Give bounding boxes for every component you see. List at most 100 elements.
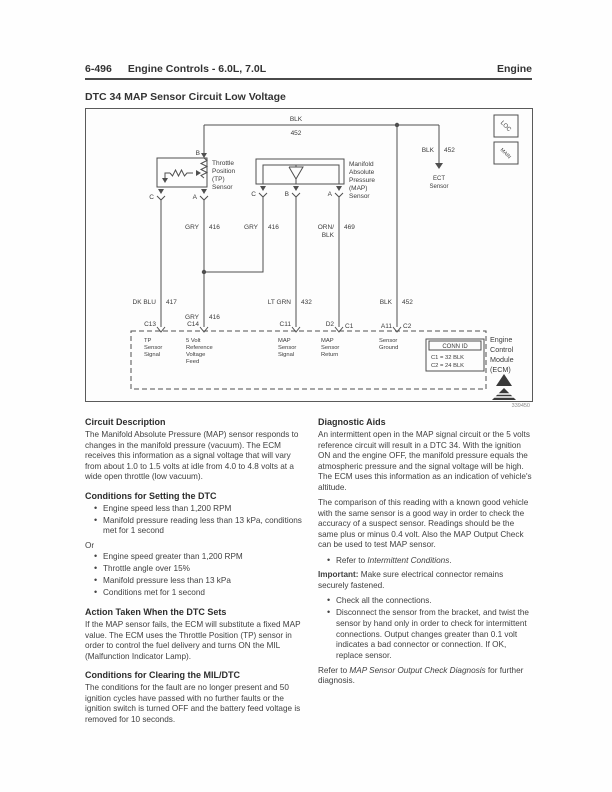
connector-icon — [291, 192, 301, 198]
conn-id-title: CONN ID — [442, 344, 468, 350]
wire-circuit-label: 417 — [166, 299, 177, 306]
or-label: Or — [85, 540, 95, 550]
resistor-icon — [199, 157, 209, 179]
wire-color-label: BLK — [322, 232, 335, 239]
page-number: 6-496 — [85, 63, 112, 75]
wire-color-label: LT GRN — [268, 299, 292, 306]
list-item: Refer to Intermittent Conditions. — [327, 555, 534, 567]
ecm-box: TP Sensor Signal 5 Volt Reference Voltag… — [130, 330, 487, 390]
wire-circuit-label: 469 — [344, 224, 355, 231]
tp-sensor-name: Sensor — [212, 184, 233, 191]
ecm-label: Control — [490, 345, 514, 354]
refer-list: Refer to Intermittent Conditions. — [318, 555, 534, 567]
wiring-diagram: LOC MAIN BLK 452 BLK 452 ECT Sensor — [85, 108, 533, 402]
list-item: Check all the connections. — [327, 595, 534, 607]
map-sensor-name: Sensor — [349, 193, 370, 200]
connector-icon — [156, 195, 166, 201]
map-terminal-b: B — [285, 191, 289, 198]
conditions-setting-list-2: Engine speed greater than 1,200 RPM Thro… — [85, 551, 307, 599]
loc-link-label[interactable]: LOC — [499, 120, 512, 133]
main-link-label[interactable]: MAIN — [499, 147, 512, 160]
important-label: Important: — [318, 570, 359, 580]
wiper-arrow-icon — [196, 170, 201, 176]
ect-sensor-label: Sensor — [429, 184, 448, 190]
pin-function: TP — [144, 338, 152, 344]
arrow-down-icon — [336, 186, 342, 191]
pin-function: MAP — [321, 338, 334, 344]
pin-function: Return — [321, 352, 338, 358]
connector-icon — [291, 326, 301, 333]
connector-icon — [199, 195, 209, 201]
connector-icon — [334, 192, 344, 198]
connector-icon — [156, 326, 166, 333]
pin-function: Feed — [186, 359, 199, 365]
list-item: Engine speed less than 1,200 RPM — [94, 503, 307, 515]
connector-icon — [199, 326, 209, 333]
arrow-down-icon — [293, 186, 299, 191]
wire-color-label: GRY — [244, 224, 259, 231]
harness-wires: GRY 416 GRY 416 ORN/ BLK 469 DK BLU 417 … — [133, 125, 413, 327]
wire-circuit-label: 416 — [209, 224, 220, 231]
action-taken-body: If the MAP sensor fails, the ECM will su… — [85, 620, 301, 661]
tp-terminal-a: A — [193, 194, 198, 201]
terminal-d2: D2 — [326, 321, 335, 328]
list-item: Throttle angle over 15% — [94, 563, 307, 575]
terminal-c2: C2 — [403, 323, 412, 330]
conn-id-table: CONN ID C1 = 32 BLK C2 = 24 BLK — [425, 338, 485, 372]
wire-color-label: GRY — [185, 314, 200, 321]
list-item: Disconnect the sensor from the bracket, … — [327, 607, 534, 661]
wire-circuit-label: 416 — [209, 314, 220, 321]
refer-reference: MAP Sensor Output Check Diagnosis — [349, 665, 486, 675]
heading-conditions-setting: Conditions for Setting the DTC — [85, 490, 217, 501]
ecm-terminal-row: C13 C14 C11 D2 C1 A11 C2 — [144, 321, 412, 333]
list-item: Manifold pressure less than 13 kPa — [94, 575, 307, 587]
terminal-a11: A11 — [381, 323, 392, 330]
pin-function: Signal — [278, 352, 294, 358]
map-sensor-name: Pressure — [349, 177, 375, 184]
map-sensor-name: Manifold — [349, 161, 374, 168]
ecm-label: Module — [490, 355, 514, 364]
connector-icon — [392, 326, 402, 333]
pin-function: Sensor — [379, 338, 397, 344]
terminal-c14: C14 — [187, 321, 199, 328]
tp-sensor-name: Throttle — [212, 160, 234, 167]
main-link-icon[interactable]: MAIN — [493, 141, 519, 165]
refer-post: for further diagnosis. — [318, 665, 524, 686]
heading-diagnostic-aids: Diagnostic Aids — [318, 417, 386, 427]
arrow-down-icon — [201, 189, 207, 194]
ect-sensor-label: ECT — [433, 176, 445, 182]
triangle-link-icon[interactable] — [496, 374, 512, 386]
tp-sensor-name: (TP) — [212, 176, 225, 183]
list-item: Conditions met for 1 second — [94, 587, 307, 599]
pin-function: Signal — [144, 352, 160, 358]
pin-function: 5 Volt — [186, 338, 201, 344]
pin-function: MAP — [278, 338, 291, 344]
list-item: Engine speed greater than 1,200 RPM — [94, 551, 307, 563]
left-column: Circuit Description The Manifold Absolut… — [85, 417, 307, 730]
diagnostic-aids-para1: An intermittent open in the MAP signal c… — [318, 430, 532, 492]
pin-function: Voltage — [186, 352, 205, 358]
arrow-down-icon — [435, 163, 443, 169]
ect-branch: BLK 452 ECT Sensor — [422, 125, 455, 190]
heading-conditions-clearing: Conditions for Clearing the MIL/DTC — [85, 670, 240, 681]
tp-sensor: B C A Throttle Position (TP) Sensor — [149, 125, 236, 201]
circuit-description-body: The Manifold Absolute Pressure (MAP) sen… — [85, 430, 299, 481]
map-terminal-a: A — [328, 191, 333, 198]
loc-link-icon[interactable]: LOC — [493, 114, 519, 138]
tp-terminal-b: B — [196, 150, 200, 157]
map-sensor-name: (MAP) — [349, 185, 367, 192]
pin-function: Reference — [186, 345, 213, 351]
diagnostic-aids-para2: The comparison of this reading with a kn… — [318, 498, 529, 549]
refer-pre: Refer to — [336, 555, 368, 565]
pin-function: Sensor — [278, 345, 296, 351]
check-list: Check all the connections. Disconnect th… — [318, 595, 534, 661]
arrow-down-icon — [260, 186, 266, 191]
connector-icon — [258, 192, 268, 198]
figure-number: 339450 — [511, 403, 530, 409]
wire-color-label: BLK — [380, 299, 393, 306]
terminal-c11: C11 — [280, 321, 292, 328]
wiper-arrow-icon — [162, 178, 168, 183]
top-ground-wire: BLK 452 — [204, 116, 439, 137]
conn-id-row: C2 = 24 BLK — [431, 363, 464, 369]
